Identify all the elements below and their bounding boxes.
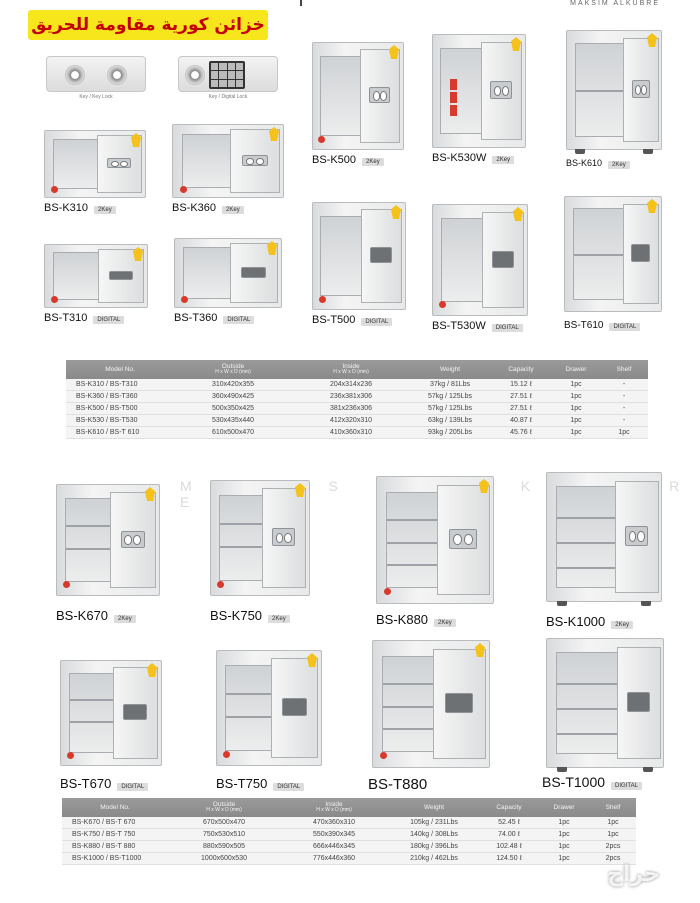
- col-shelf: Shelf: [605, 803, 621, 811]
- col-drawer: Drawer: [553, 803, 575, 811]
- model-label: BS-K880: [376, 612, 429, 627]
- model-label: BS-K610: [566, 158, 603, 168]
- model-label: BS-K670: [56, 608, 109, 623]
- lock-type-tag: 2Key: [222, 206, 244, 214]
- model-label: BS-T530W: [432, 320, 486, 332]
- model-label: BS-T500: [312, 314, 356, 326]
- safe-bs-t880: BS-T880: [368, 640, 490, 793]
- lock-type-tag: DIGITAL: [117, 783, 149, 791]
- model-label: BS-T610: [564, 320, 604, 331]
- lock-caption: Key / Digital Lock: [208, 94, 248, 100]
- lock-type-tag: 2Key: [362, 158, 384, 166]
- lock-type-tag: 2Key: [608, 161, 630, 169]
- lock-type-tag: 2Key: [611, 621, 633, 629]
- keypad-icon: [209, 61, 245, 89]
- safe-bs-t750: BS-T750 DIGITAL: [216, 650, 322, 791]
- lock-type-tag: DIGITAL: [273, 783, 305, 791]
- lock-sample-key-key: Key / Key Lock: [46, 56, 146, 100]
- col-weight: Weight: [423, 803, 445, 811]
- safe-bs-t310: BS-T310 DIGITAL: [44, 244, 148, 324]
- col-weight: Weight: [439, 365, 461, 373]
- brand-top-text: MAKSIM ALKUBRE: [570, 0, 660, 7]
- safe-bs-k670: BS-K670 2Key: [56, 484, 160, 623]
- col-model: Model No.: [105, 365, 135, 373]
- model-label: BS-K750: [210, 608, 263, 623]
- safe-bs-t500: BS-T500 DIGITAL: [312, 202, 406, 326]
- col-drawer: Drawer: [565, 365, 587, 373]
- lock-type-tag: 2Key: [434, 619, 456, 627]
- lock-type-tag: 2Key: [268, 615, 290, 623]
- model-label: BS-T750: [216, 776, 268, 791]
- col-capacity: Capacity: [508, 365, 534, 373]
- safe-bs-k880: BS-K880 2Key: [376, 476, 494, 627]
- safe-bs-k750: BS-K750 2Key: [210, 480, 310, 623]
- safe-bs-t530w: BS-T530W DIGITAL: [432, 204, 528, 332]
- model-label: BS-K360: [172, 202, 217, 214]
- safe-bs-k1000: BS-K1000 2Key: [546, 472, 662, 629]
- lock-type-tag: DIGITAL: [223, 316, 255, 324]
- digital-lock-image: [178, 56, 278, 92]
- dial-icon: [65, 65, 85, 85]
- model-label: BS-K1000: [546, 614, 606, 629]
- haraj-watermark-logo: حراج: [607, 862, 660, 887]
- dial-icon: [185, 65, 205, 85]
- lock-type-tag: DIGITAL: [609, 323, 641, 331]
- safe-bs-k500: BS-K500 2Key: [312, 42, 404, 166]
- model-label: BS-T880: [368, 776, 428, 793]
- lock-type-tag: 2Key: [492, 156, 515, 164]
- model-label: BS-T1000: [542, 774, 606, 790]
- model-label: BS-T670: [60, 776, 112, 791]
- lock-type-tag: DIGITAL: [361, 318, 393, 326]
- col-model: Model No.: [100, 803, 130, 811]
- lock-sample-key-digital: Key / Digital Lock: [178, 56, 278, 100]
- dial-icon: [107, 65, 127, 85]
- lock-type-tag: DIGITAL: [93, 316, 125, 324]
- lock-caption: Key / Key Lock: [79, 94, 113, 100]
- lock-type-tag: DIGITAL: [611, 782, 642, 790]
- safe-bs-k530w: BS-K530W 2Key: [432, 34, 526, 164]
- lock-type-tag: 2Key: [94, 206, 116, 214]
- title-banner: خزائن كورية مقاومة للحريق: [28, 10, 268, 40]
- col-capacity: Capacity: [496, 803, 522, 811]
- lock-type-tag: DIGITAL: [491, 324, 523, 332]
- safe-bs-t360: BS-T360 DIGITAL: [174, 238, 282, 324]
- lock-type-tag: 2Key: [114, 615, 136, 623]
- model-label: BS-T360: [174, 312, 218, 324]
- safe-bs-k360: BS-K360 2Key: [172, 124, 284, 214]
- model-label: BS-K500: [312, 154, 357, 166]
- safe-bs-t670: BS-T670 DIGITAL: [60, 660, 162, 791]
- safe-bs-k310: BS-K310 2Key: [44, 130, 146, 214]
- model-label: BS-T310: [44, 312, 88, 324]
- key-lock-image: [46, 56, 146, 92]
- top-edge-mark: [300, 0, 302, 6]
- model-label: BS-K310: [44, 202, 89, 214]
- safe-bs-k610: BS-K610 2Key: [566, 30, 662, 169]
- col-shelf: Shelf: [616, 365, 632, 373]
- model-label: BS-K530W: [432, 152, 487, 164]
- safe-bs-t610: BS-T610 DIGITAL: [564, 196, 662, 331]
